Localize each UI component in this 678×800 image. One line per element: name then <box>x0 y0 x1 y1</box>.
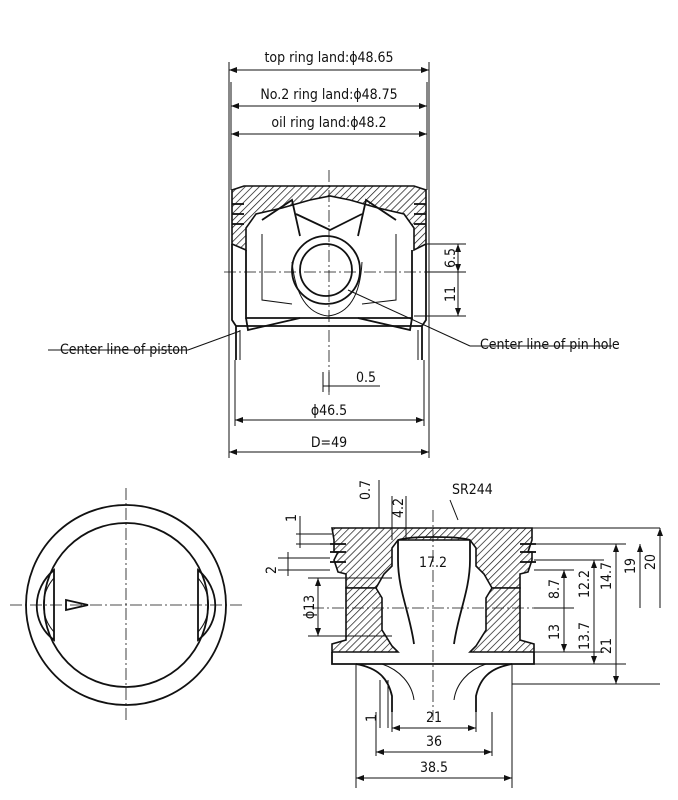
dim-21-vertical: 21 <box>599 638 615 654</box>
valve-relief-right <box>197 568 217 642</box>
pin-boss <box>291 235 361 305</box>
dim-d-49: D=49 <box>311 435 347 451</box>
dim-36: 36 <box>426 734 442 750</box>
valve-relief-left <box>35 568 55 642</box>
dim-13-7: 13.7 <box>577 622 593 650</box>
piston-side-view: top ring land:ϕ48.65 No.2 ring land:ϕ48.… <box>48 50 620 458</box>
dim-21-horizontal: 21 <box>426 710 442 726</box>
dim-11: 11 <box>443 286 459 302</box>
dim-0-7: 0.7 <box>358 480 374 500</box>
dim-17-2: 17.2 <box>419 555 447 571</box>
dim-0-5: 0.5 <box>356 370 376 386</box>
dim-4-2: 4.2 <box>391 498 407 518</box>
oil-ring-land-label: oil ring land:ϕ48.2 <box>271 115 386 131</box>
pin-hole <box>299 243 353 297</box>
dim-38-5: 38.5 <box>420 760 448 776</box>
dim-1-top: 1 <box>284 514 300 522</box>
dim-phi13: ϕ13 <box>302 595 318 619</box>
dim-13: 13 <box>547 624 563 640</box>
dim-6-5: 6.5 <box>443 248 459 268</box>
piston-crown-view <box>10 488 242 722</box>
center-line-of-pin-hole-label: Center line of pin hole <box>480 337 620 353</box>
center-line-of-piston-label: Center line of piston <box>60 342 188 358</box>
dim-12-2: 12.2 <box>577 570 593 598</box>
no2-ring-land-label: No.2 ring land:ϕ48.75 <box>260 87 397 103</box>
piston-section-view: 0.7 4.2 SR244 1 2 17.2 ϕ13 8.7 12.2 14.7… <box>264 480 663 788</box>
dim-19: 19 <box>623 558 639 574</box>
dim-2: 2 <box>264 566 280 574</box>
direction-mark <box>65 598 89 612</box>
dim-sr244: SR244 <box>452 482 493 498</box>
top-ring-land-label: top ring land:ϕ48.65 <box>264 50 393 66</box>
dim-20: 20 <box>643 554 659 570</box>
dim-8-7: 8.7 <box>547 579 563 599</box>
dim-1-bottom: 1 <box>364 714 380 722</box>
dim-46-5: ϕ46.5 <box>311 403 347 419</box>
dim-14-7: 14.7 <box>599 562 615 590</box>
